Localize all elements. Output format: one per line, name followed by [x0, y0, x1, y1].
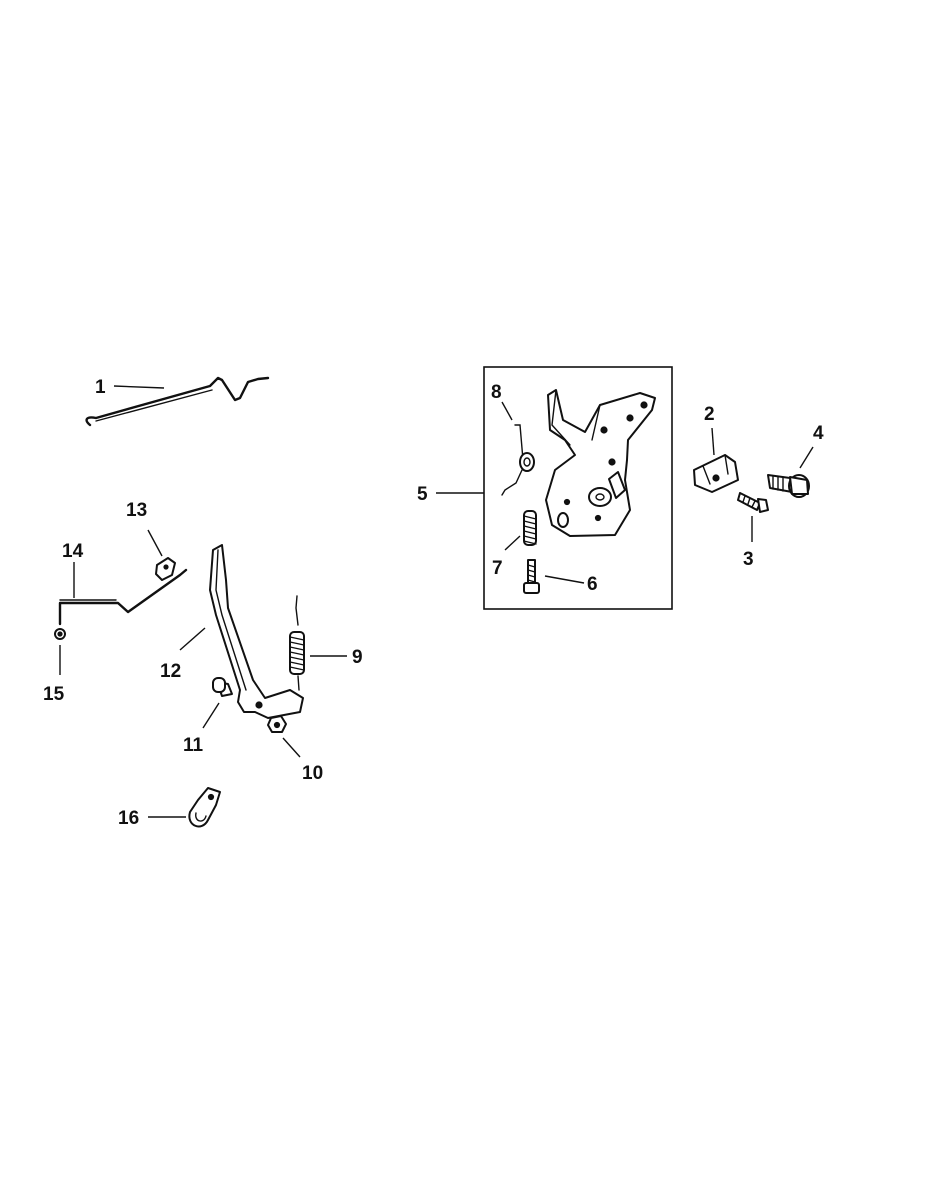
callout-12: 12 [160, 661, 181, 682]
leader-8 [501, 401, 513, 421]
bracket-pivot [588, 487, 612, 507]
part-3-screw [737, 492, 769, 513]
part-8-torsion-spring [501, 424, 535, 496]
part-4-bolt [767, 474, 810, 498]
callout-14: 14 [62, 541, 84, 562]
part-14-rod [58, 568, 188, 626]
part-16-clamp [188, 787, 221, 828]
leader-7 [504, 535, 521, 551]
callout-7: 7 [492, 558, 503, 579]
callout-3: 3 [743, 549, 754, 570]
part-6-screw [523, 559, 540, 594]
bracket-hole [608, 458, 616, 466]
leader-6 [544, 575, 585, 584]
callout-8: 8 [491, 382, 502, 403]
part-10-nut [267, 715, 287, 733]
part-2-clip-nut [693, 454, 739, 493]
bracket-hole [626, 414, 634, 422]
bracket-hole [594, 514, 602, 522]
bracket-hole [640, 401, 648, 409]
callout-5: 5 [417, 484, 428, 505]
leader-11 [202, 702, 220, 729]
callout-10: 10 [302, 763, 323, 784]
leader-13 [147, 529, 163, 557]
callout-15: 15 [43, 684, 65, 705]
callout-2: 2 [704, 404, 715, 425]
part-11-pin [212, 677, 233, 697]
callout-1: 1 [95, 377, 106, 398]
part-1-rod [85, 376, 270, 427]
callout-9: 9 [352, 647, 363, 668]
bracket-hole [600, 426, 608, 434]
assembly-5-frame [483, 366, 673, 610]
callout-6: 6 [587, 574, 598, 595]
part-7-compression-spring [523, 510, 537, 546]
callout-16: 16 [118, 808, 139, 829]
part-15-nut [54, 628, 66, 640]
part-5-control-bracket [545, 389, 656, 537]
part-13-clip [155, 557, 176, 581]
callout-11: 11 [183, 735, 204, 756]
bracket-hole [563, 498, 571, 506]
leader-12 [179, 627, 206, 651]
part-12-governor-lever [209, 544, 304, 719]
part-9-extension-spring [289, 595, 305, 691]
leader-2 [711, 427, 715, 456]
leader-1 [113, 385, 165, 389]
callout-13: 13 [126, 500, 147, 521]
callout-4: 4 [813, 423, 824, 444]
leader-4 [799, 446, 814, 469]
leader-10 [282, 737, 301, 758]
